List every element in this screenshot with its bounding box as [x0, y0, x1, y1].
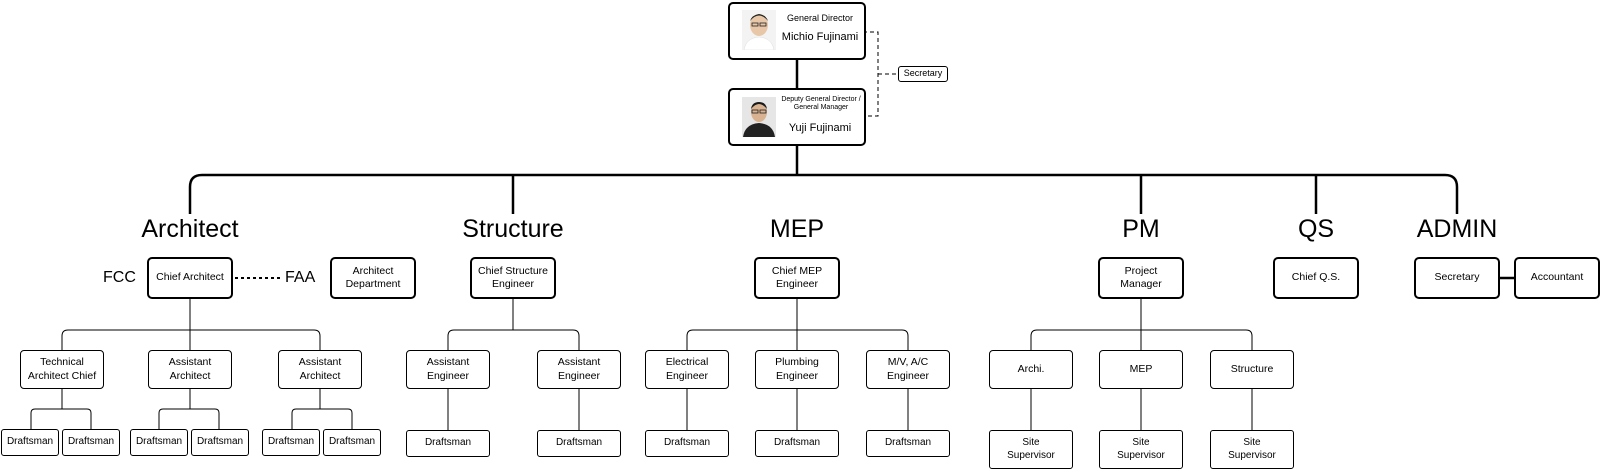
architect-department-box: Architect Department: [330, 257, 416, 299]
chief-qs-box: Chief Q.S.: [1273, 257, 1359, 299]
director-title: General Director: [786, 13, 854, 23]
fcc-label: FCC: [103, 269, 136, 286]
draftsman-box: Draftsman: [1, 429, 59, 456]
deputy-title: Deputy General Director / General Manage…: [781, 96, 861, 112]
draftsman-box: Draftsman: [323, 429, 381, 456]
dept-mep-label: MEP: [769, 215, 825, 243]
deputy-name: Yuji Fujinami: [788, 122, 852, 134]
dept-pm-label: PM: [1122, 215, 1160, 243]
draftsman-box: Draftsman: [191, 429, 249, 456]
chief-architect-box: Chief Architect: [147, 257, 233, 299]
dept-architect-label: Architect: [141, 215, 239, 243]
general-director-box: General Director Michio Fujinami: [728, 2, 866, 60]
faa-label: FAA: [285, 269, 316, 286]
site-supervisor-box: Site Supervisor: [989, 430, 1073, 469]
site-supervisor-box: Site Supervisor: [1210, 430, 1294, 469]
project-manager-box: Project Manager: [1098, 257, 1184, 299]
dept-qs-label: QS: [1297, 215, 1335, 243]
draftsman-box: Draftsman: [62, 429, 120, 456]
assistant-engineer-box-1: Assistant Engineer: [406, 350, 490, 389]
assistant-engineer-box-2: Assistant Engineer: [537, 350, 621, 389]
draftsman-box: Draftsman: [645, 430, 729, 457]
draftsman-box: Draftsman: [755, 430, 839, 457]
pm-structure-box: Structure: [1210, 350, 1294, 389]
assistant-architect-box-1: Assistant Architect: [148, 350, 232, 389]
pm-archi-box: Archi.: [989, 350, 1073, 389]
director-photo: [742, 10, 776, 50]
deputy-director-box: Deputy General Director / General Manage…: [728, 88, 866, 146]
plumbing-engineer-box: Plumbing Engineer: [755, 350, 839, 389]
draftsman-box: Draftsman: [406, 430, 490, 457]
technical-architect-chief-box: Technical Architect Chief: [20, 350, 104, 389]
draftsman-box: Draftsman: [537, 430, 621, 457]
chief-mep-engineer-box: Chief MEP Engineer: [754, 257, 840, 299]
draftsman-box: Draftsman: [262, 429, 320, 456]
dept-structure-label: Structure: [462, 215, 564, 243]
electrical-engineer-box: Electrical Engineer: [645, 350, 729, 389]
deputy-photo: [742, 97, 776, 137]
site-supervisor-box: Site Supervisor: [1099, 430, 1183, 469]
admin-secretary-box: Secretary: [1414, 257, 1500, 299]
draftsman-box: Draftsman: [130, 429, 188, 456]
assistant-architect-box-2: Assistant Architect: [278, 350, 362, 389]
mv-ac-engineer-box: M/V, A/C Engineer: [866, 350, 950, 389]
pm-mep-box: MEP: [1099, 350, 1183, 389]
director-name: Michio Fujinami: [781, 31, 859, 43]
chief-structure-engineer-box: Chief Structure Engineer: [470, 257, 556, 299]
top-secretary-box: Secretary: [898, 66, 948, 82]
accountant-box: Accountant: [1514, 257, 1600, 299]
draftsman-box: Draftsman: [866, 430, 950, 457]
dept-admin-label: ADMIN: [1416, 215, 1498, 243]
